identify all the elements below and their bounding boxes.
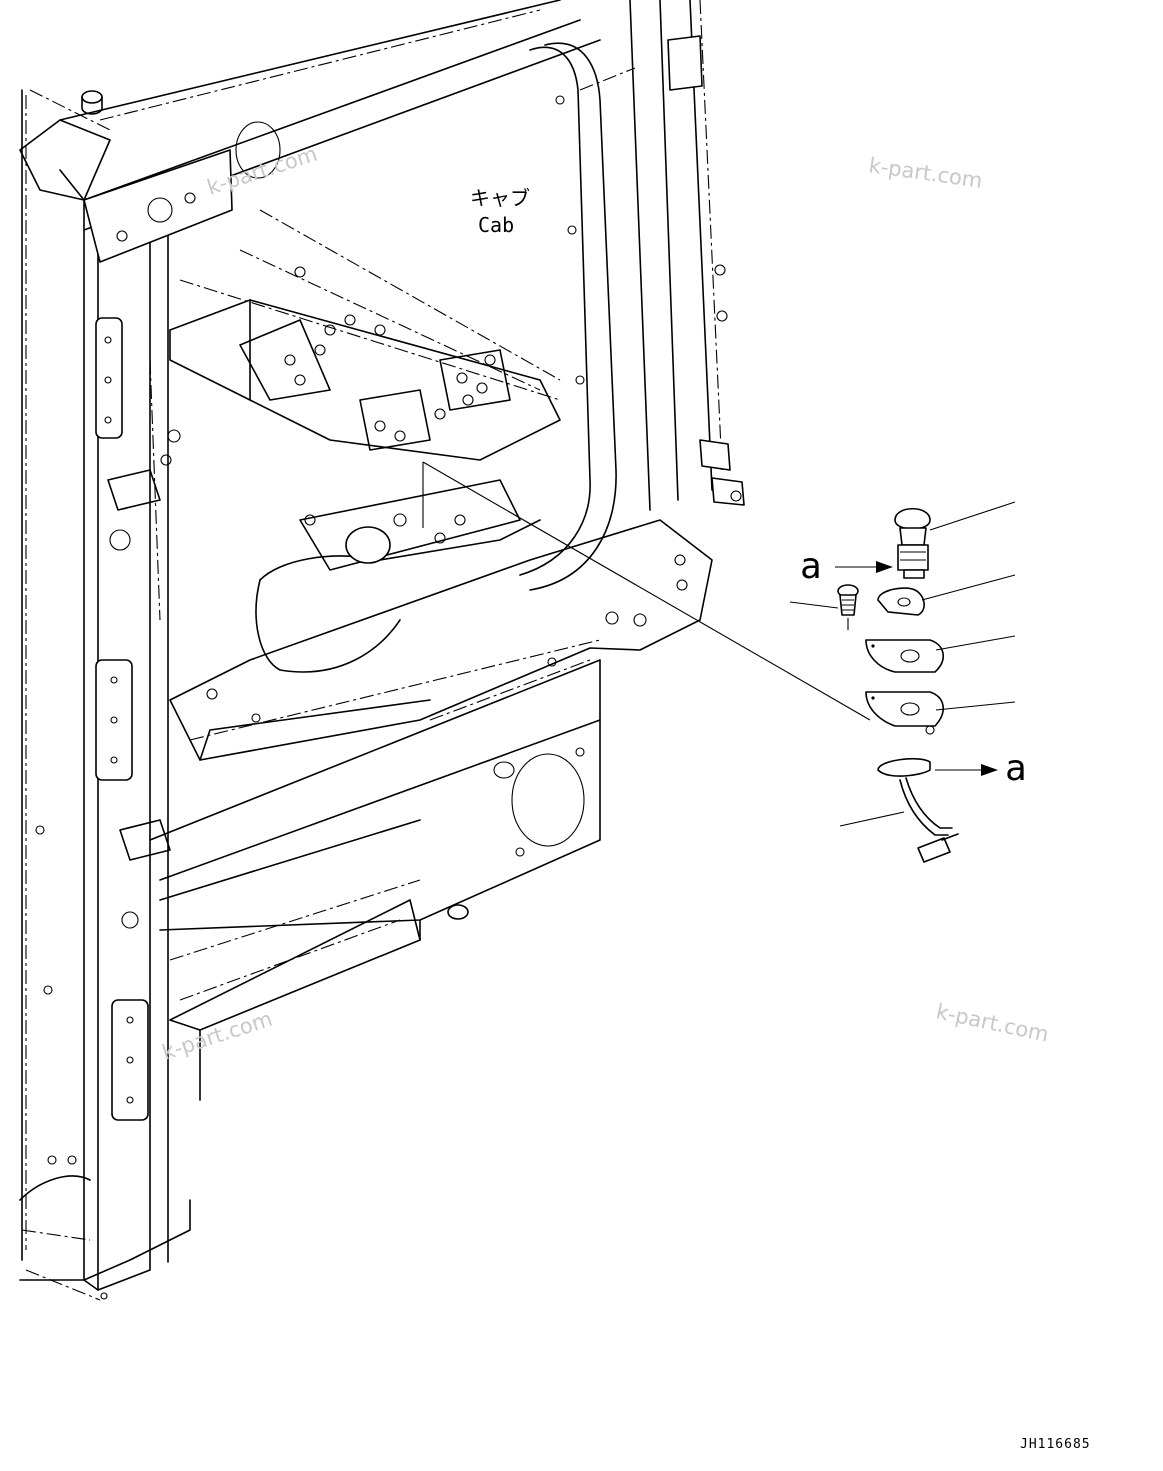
switch-part xyxy=(894,501,1016,579)
cab-label-jp: キャブ xyxy=(470,186,530,210)
assembly-leader-line xyxy=(422,461,871,721)
cab-console xyxy=(149,209,561,621)
gasket-part xyxy=(877,574,1016,616)
cab-label-en: Cab xyxy=(478,213,514,237)
watermark: k-part.com xyxy=(934,999,1051,1046)
cab-rear-pillar xyxy=(519,0,745,591)
watermark: k-part.com xyxy=(867,153,984,193)
cab-floor xyxy=(169,479,713,761)
exploded-parts xyxy=(789,501,1016,863)
cab-left-pillar xyxy=(19,89,191,1301)
detail-arrow-left xyxy=(835,561,893,573)
cab-top-beam xyxy=(29,0,601,263)
detail-label-right: a xyxy=(1005,748,1027,789)
watermark: k-part.com xyxy=(159,1007,275,1065)
plate-upper-part xyxy=(865,635,1016,673)
drawing-code: JH116685 xyxy=(1020,1437,1091,1452)
detail-label-left: a xyxy=(800,546,822,587)
plate-lower-part xyxy=(865,691,1016,735)
bolt-part xyxy=(789,584,859,630)
cab-lower-frame xyxy=(19,659,601,1300)
wire-harness-part xyxy=(839,757,959,863)
detail-arrow-right xyxy=(935,764,998,776)
